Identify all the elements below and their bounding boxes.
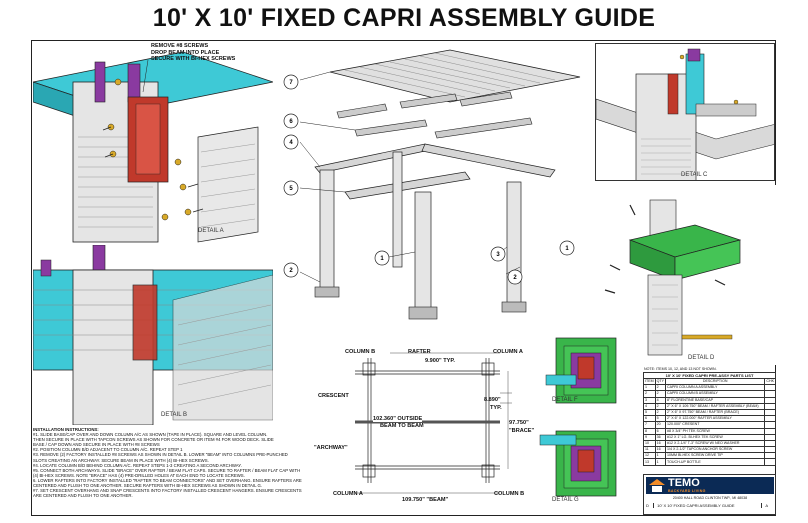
detail-a-illustration xyxy=(33,51,273,243)
company-address: 20400 HALL ROAD CLINTON TWP., MI 48038 xyxy=(672,496,748,500)
detail-d-label: DETAIL D xyxy=(688,355,715,361)
title-block-row: D 10' X 10' FIXED CAPRI ASSEMBLY GUIDE A xyxy=(646,503,774,508)
instruction-line: 6. LOWER RAFTERS INTO FACTORY INSTALLED … xyxy=(33,477,302,483)
dim-outside-2: BEAM TO BEAM xyxy=(380,423,424,429)
page-title: 10' X 10' FIXED CAPRI ASSEMBLY GUIDE xyxy=(152,4,656,32)
column-a-top-right: COLUMN A xyxy=(493,349,523,355)
detail-g-label: DETAIL G xyxy=(552,497,579,503)
item-balloons: 7 6 4 5 2 1 3 1 2 xyxy=(283,74,575,285)
parts-note: NOTE: ITEMS 10, 12, AND 13 NOT SHOWN. xyxy=(644,367,717,371)
balloon-7: 7 xyxy=(283,74,299,90)
header-check: CHK xyxy=(764,377,776,386)
callout-line-2: DROP BEAM INTO PLACE xyxy=(151,49,220,56)
dim-8890-typ: TYP. xyxy=(490,405,502,411)
detail-b-label: DETAIL B xyxy=(161,412,188,418)
balloon-5: 5 xyxy=(283,180,299,196)
part-description: TOUCH-UP BOTTLE xyxy=(664,458,766,466)
callout-note: REMOVE #8 SCREWS DROP BEAM INTO PLACE SE… xyxy=(151,43,235,63)
instruction-line: #3. REMOVE (2) FACTORY INSTALLED #8 SCRE… xyxy=(33,452,288,458)
balloon-7-text: 7 xyxy=(289,80,293,86)
detail-b-illustration xyxy=(33,245,273,425)
brand-tagline: BACKYARD LIVING xyxy=(668,489,706,493)
instruction-line: THEN SECURE IN PLACE WITH TAPCON SCREWS … xyxy=(33,437,274,443)
part-item: 13 xyxy=(643,458,656,466)
part-qty: 1 xyxy=(654,458,667,466)
balloon-1b-text: 1 xyxy=(565,246,569,252)
revision: A xyxy=(761,503,771,508)
column-b-bottom-right: COLUMN B xyxy=(494,491,525,497)
exploded-view xyxy=(299,49,581,320)
balloon-1a: 1 xyxy=(374,250,390,266)
part-check xyxy=(764,458,776,466)
beam-dim: 109.750" "BEAM" xyxy=(402,497,449,503)
balloon-1b: 1 xyxy=(559,240,575,256)
balloon-2a-text: 2 xyxy=(289,268,293,274)
dim-brace-2: "BRACE" xyxy=(509,428,535,434)
drawing-title: 10' X 10' FIXED CAPRI ASSEMBLY GUIDE xyxy=(657,503,735,508)
detail-c-panel: DETAIL C xyxy=(595,43,775,181)
balloon-4: 4 xyxy=(283,134,299,150)
rafter-spacing-dim: 9.900" TYP. xyxy=(425,358,455,364)
detail-f-drawing xyxy=(545,337,617,404)
balloon-4-text: 4 xyxy=(289,140,293,146)
column-a-bottom-left: COLUMN A xyxy=(333,491,363,497)
detail-f-label: DETAIL F xyxy=(552,397,578,403)
balloon-1a-text: 1 xyxy=(380,256,384,262)
temo-logo: TEMO BACKYARD LIVING xyxy=(646,477,774,494)
balloon-2b-text: 2 xyxy=(513,275,517,281)
balloon-3-text: 3 xyxy=(496,252,500,258)
callout-line-1: REMOVE #8 SCREWS xyxy=(151,43,209,49)
dim-8890: 8.890" xyxy=(484,397,501,403)
dim-outside-1: 102.360" OUTSIDE xyxy=(373,416,423,422)
balloon-2b: 2 xyxy=(507,269,523,285)
instruction-line: CENTERED AND FLUSH TO ONE ANOTHER. SECUR… xyxy=(33,483,263,489)
detail-c-label: DETAIL C xyxy=(681,172,708,178)
rafter-label: RAFTER xyxy=(408,349,431,355)
plan-view xyxy=(355,352,512,494)
column-b-top-left: COLUMN B xyxy=(345,349,376,355)
instruction-line: #1. SLIDE BASE/CAP OVER AND DOWN COLUMN … xyxy=(33,432,268,438)
header-qty: QTY xyxy=(654,377,667,386)
callout-line-3: SECURE WITH BI-HEX SCREWS xyxy=(151,56,236,62)
balloon-6: 6 xyxy=(283,113,299,129)
sheet-size: D xyxy=(646,503,654,508)
detail-g-drawing xyxy=(539,430,617,497)
balloon-5-text: 5 xyxy=(289,186,293,192)
detail-b-panel: DETAIL B xyxy=(33,245,273,425)
detail-c-illustration xyxy=(596,48,774,180)
detail-f-g-illustration xyxy=(539,337,617,497)
balloon-6-text: 6 xyxy=(289,119,293,125)
instruction-line: BASE / CAP DOWN AND SECURE IN PLACE WITH… xyxy=(33,442,160,448)
balloon-3: 3 xyxy=(490,246,506,262)
temo-logo-icon xyxy=(649,479,665,492)
detail-a-label: DETAIL A xyxy=(198,228,224,234)
detail-d-illustration xyxy=(604,199,742,356)
header-item: ITEM xyxy=(643,377,656,386)
title-block: TEMO BACKYARD LIVING 20400 HALL ROAD CLI… xyxy=(643,474,776,515)
archway-label: "ARCHWAY" xyxy=(314,445,348,451)
instruction-line: #4. LOCATE COLUMN B/D BEHIND COLUMN A/C.… xyxy=(33,462,242,468)
instruction-line: #7. SET CRESCENT OVERHANG AND SNAP CRESC… xyxy=(33,488,302,494)
part-description: 2" X 6" X 109.750" BEAM / RAFTER ASSEMBL… xyxy=(664,402,766,410)
dim-brace-1: 97.750" xyxy=(509,420,529,426)
detail-a-panel: REMOVE #8 SCREWS DROP BEAM INTO PLACE SE… xyxy=(33,42,273,243)
crescent-label: CRESCENT xyxy=(318,393,349,399)
parts-title: 10' X 10' FIXED CAPRI PRE-ASSY PARTS LIS… xyxy=(643,372,776,378)
instruction-line: SLOTS CREATING AN ARCHWAY. SECURE BEAM I… xyxy=(33,457,209,463)
instruction-line: ARE CENTERED AND FLUSH TO ONE ANOTHER. xyxy=(33,493,133,499)
instruction-line: #2. POSITION COLUMN B/D ADJACENT TO COLU… xyxy=(33,447,183,453)
instruction-line: #5. CONNECT BOTH ARCHWAYS. SLIDE "BRACE"… xyxy=(33,467,301,473)
instruction-line: (4) BI-HEX SCREWS. NOTE "BRACE" HAS (4) … xyxy=(33,472,245,478)
parts-list: NOTE: ITEMS 10, 12, AND 13 NOT SHOWN. 10… xyxy=(643,367,776,473)
instructions-heading: INSTALLATION INSTRUCTIONS: xyxy=(33,427,99,432)
brand-name: TEMO xyxy=(668,477,700,489)
detail-d-panel: DETAIL D xyxy=(600,185,776,365)
balloon-2a: 2 xyxy=(283,262,299,278)
installation-instructions: INSTALLATION INSTRUCTIONS: #1. SLIDE BAS… xyxy=(33,427,363,514)
